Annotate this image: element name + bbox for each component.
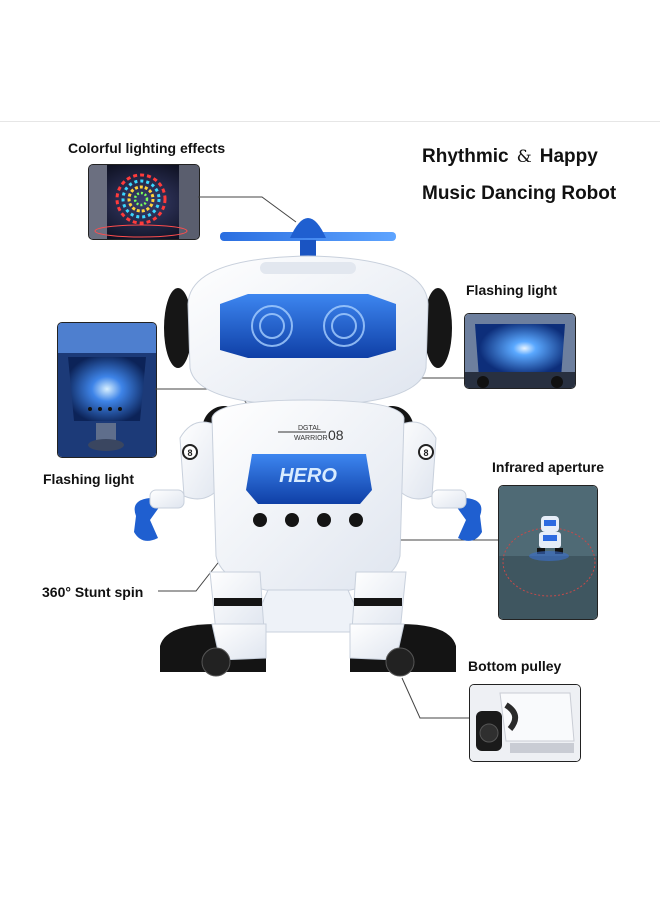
label-flashing-light-left: Flashing light (43, 471, 134, 487)
label-infrared-aperture: Infrared aperture (492, 459, 605, 475)
bottom-pulley-image (470, 685, 580, 761)
thumb-flashing-light-right (464, 313, 576, 389)
callout-line-bottom-pulley (401, 677, 469, 719)
headline-word-rhythmic: Rhythmic (422, 146, 509, 167)
headline-ampersand: & (516, 147, 532, 167)
left-arm-mark: 8 (187, 448, 192, 458)
label-colorful-lighting: Colorful lighting effects (68, 140, 226, 156)
flashing-light-right-image (465, 314, 575, 388)
thumb-lighting-effects (88, 164, 200, 240)
headline-line-1: Rhythmic&Happy (422, 146, 598, 168)
right-arm-mark: 8 (423, 448, 428, 458)
thumb-flashing-light-left (57, 322, 157, 458)
label-bottom-pulley: Bottom pulley (468, 658, 562, 674)
flashing-light-left-image (58, 323, 156, 457)
infrared-aperture-image (499, 486, 597, 619)
top-divider (0, 121, 660, 122)
callout-line-lighting (198, 196, 297, 223)
robot-head (164, 255, 452, 407)
robot-illustration: 8 8 DGTAL WARRIOR 08 HERO (134, 218, 482, 677)
headline-line-2: Music Dancing Robot (422, 183, 617, 204)
lighting-ring-image (89, 165, 199, 239)
thumb-bottom-pulley (469, 684, 581, 762)
propeller (220, 218, 396, 264)
headline-word-happy: Happy (539, 146, 598, 167)
chest-number: 08 (328, 427, 344, 443)
thumb-infrared-aperture (498, 485, 598, 620)
chest-text-dgtal: DGTAL (298, 425, 321, 432)
chest-text-warrior: WARRIOR (294, 435, 328, 442)
label-stunt-spin: 360° Stunt spin (42, 584, 144, 600)
chest-badge-text: HERO (279, 465, 337, 487)
label-flashing-light-right: Flashing light (466, 282, 557, 298)
robot-torso: DGTAL WARRIOR 08 HERO (211, 399, 405, 595)
robot-legs (160, 571, 456, 677)
